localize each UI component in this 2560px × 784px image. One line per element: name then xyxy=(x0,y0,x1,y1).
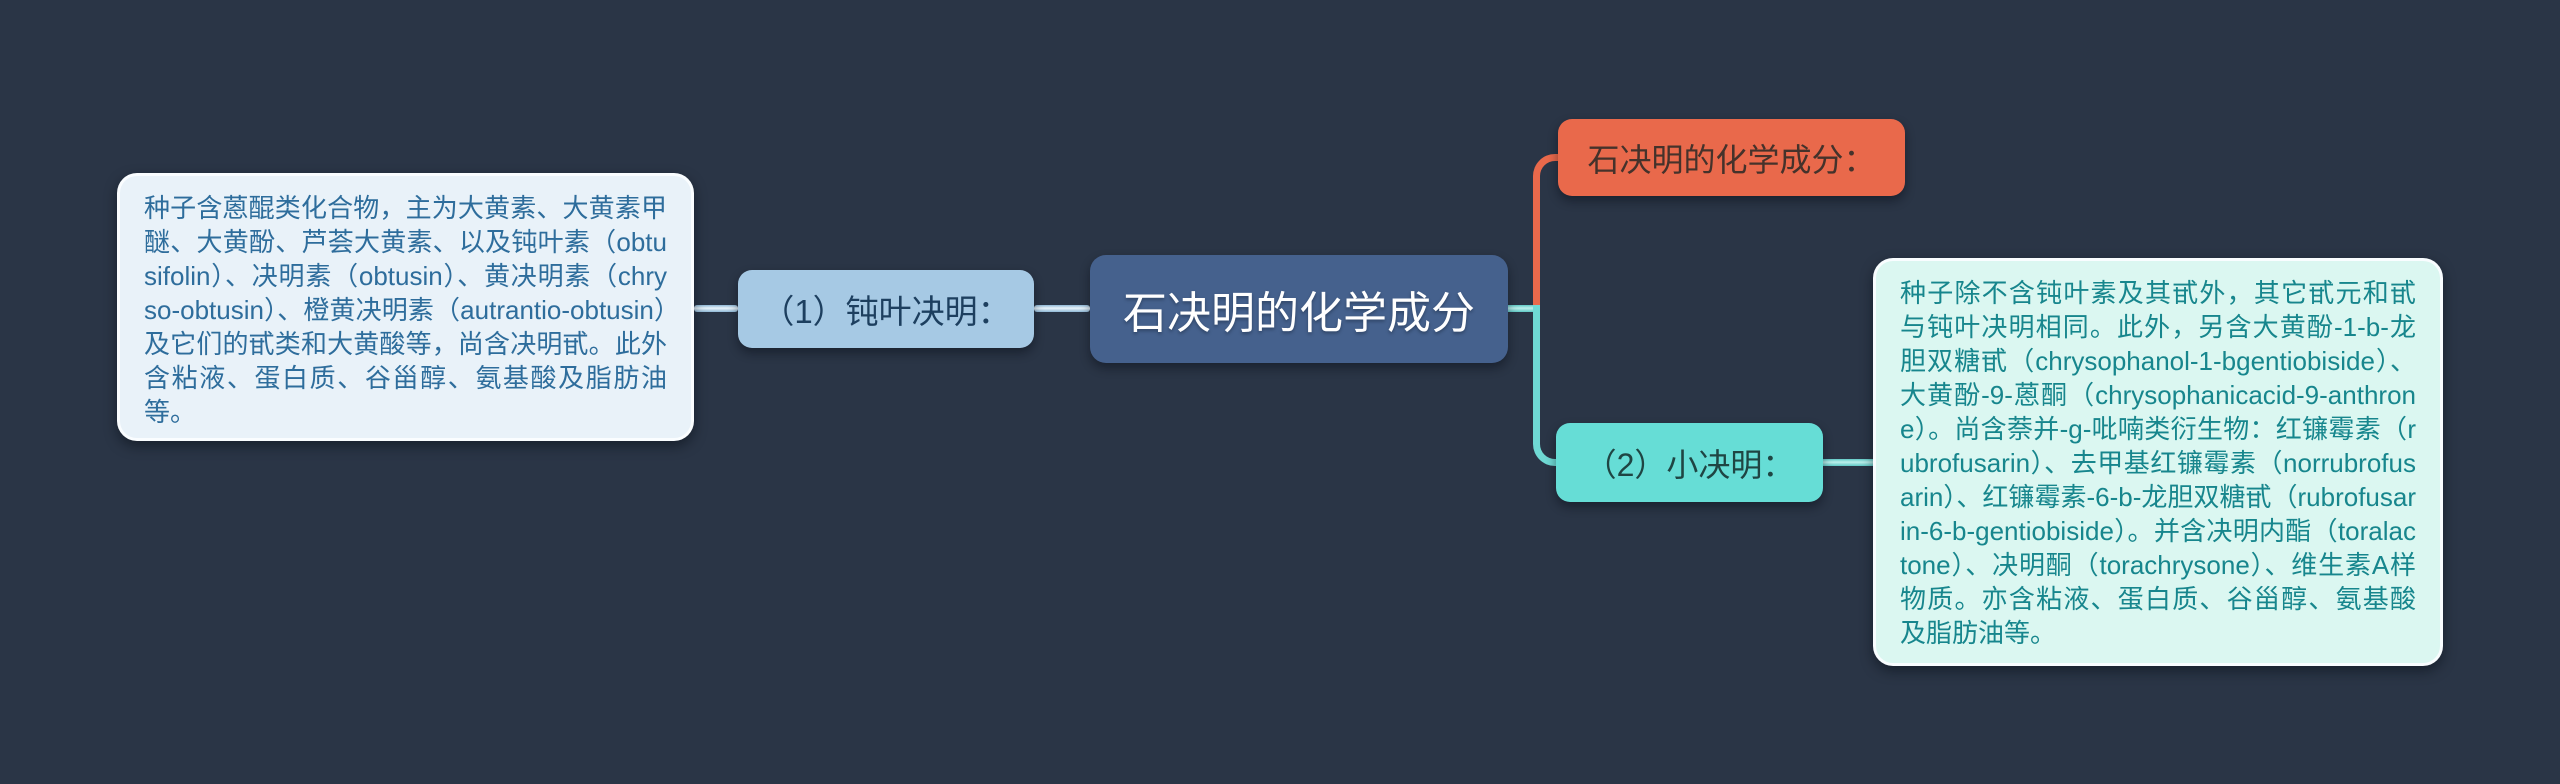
root-node[interactable]: 石决明的化学成分 xyxy=(1090,255,1508,363)
connector-root-to-header xyxy=(1533,154,1558,312)
connector-branch1-to-root xyxy=(1034,305,1090,312)
connector-root-stub xyxy=(1508,305,1535,312)
branch2-node[interactable]: （2）小决明： xyxy=(1556,423,1823,502)
connector-root-to-branch2 xyxy=(1533,305,1558,466)
branch1-node[interactable]: （1）钝叶决明： xyxy=(738,270,1034,348)
branch2-header-node[interactable]: 石决明的化学成分： xyxy=(1558,119,1905,196)
branch2-detail-card[interactable]: 种子除不含钝叶素及其甙外，其它甙元和甙与钝叶决明相同。此外，另含大黄酚-1-b-… xyxy=(1873,258,2443,666)
connector-branch2-to-detail2 xyxy=(1823,459,1873,466)
branch1-detail-card[interactable]: 种子含蒽醌类化合物，主为大黄素、大黄素甲醚、大黄酚、芦荟大黄素、以及钝叶素（ob… xyxy=(117,173,694,441)
connector-detail1-to-branch1 xyxy=(694,305,738,312)
